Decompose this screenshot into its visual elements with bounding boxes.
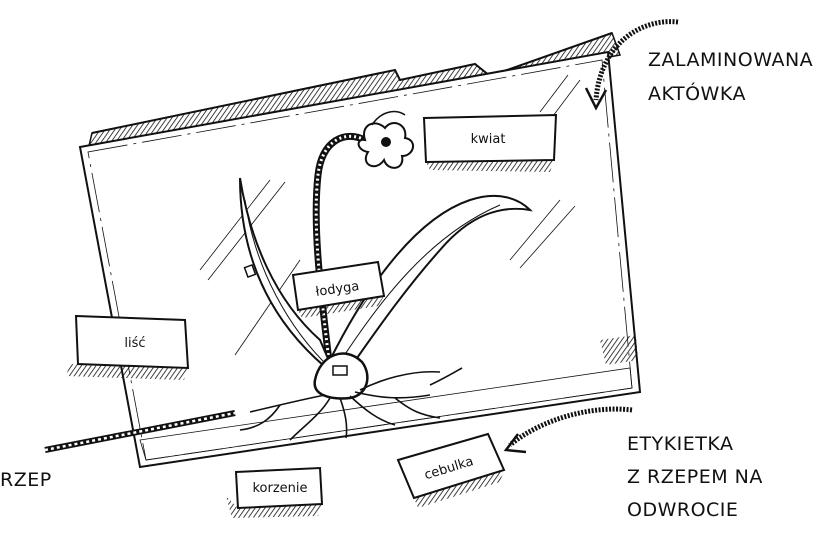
plant-illustration bbox=[239, 110, 533, 441]
velcro-strip bbox=[44, 410, 236, 453]
tag-korzenie-text: korzenie bbox=[252, 481, 307, 496]
tag-lisc: liść bbox=[66, 314, 190, 380]
tag-kwiat-text: kwiat bbox=[471, 132, 506, 147]
arrow-tag-icon bbox=[503, 406, 633, 454]
arrow-folder-icon bbox=[584, 19, 679, 111]
caption-tag-line2: Z RZEPEM NA bbox=[627, 466, 763, 488]
tag-cebulka: cebulka bbox=[396, 432, 506, 508]
flower-icon bbox=[357, 110, 414, 169]
tag-lodyga: łodyga bbox=[291, 260, 386, 318]
plant-stem bbox=[312, 132, 367, 371]
roots bbox=[239, 367, 463, 441]
tag-lisc-text: liść bbox=[124, 336, 145, 351]
leaf-left bbox=[239, 177, 336, 376]
caption-folder-line1: ZALAMINOWANA bbox=[648, 49, 813, 71]
caption-tag-line1: ETYKIETKA bbox=[627, 433, 734, 455]
tag-lodyga-text: łodyga bbox=[315, 279, 360, 300]
caption-tag-line3: ODWROCIE bbox=[627, 499, 738, 521]
caption-folder-line2: AKTÓWKA bbox=[648, 81, 746, 105]
tag-korzenie: korzenie bbox=[226, 466, 324, 518]
tag-kwiat: kwiat bbox=[422, 113, 558, 172]
caption-rzep: RZEP bbox=[0, 469, 52, 491]
